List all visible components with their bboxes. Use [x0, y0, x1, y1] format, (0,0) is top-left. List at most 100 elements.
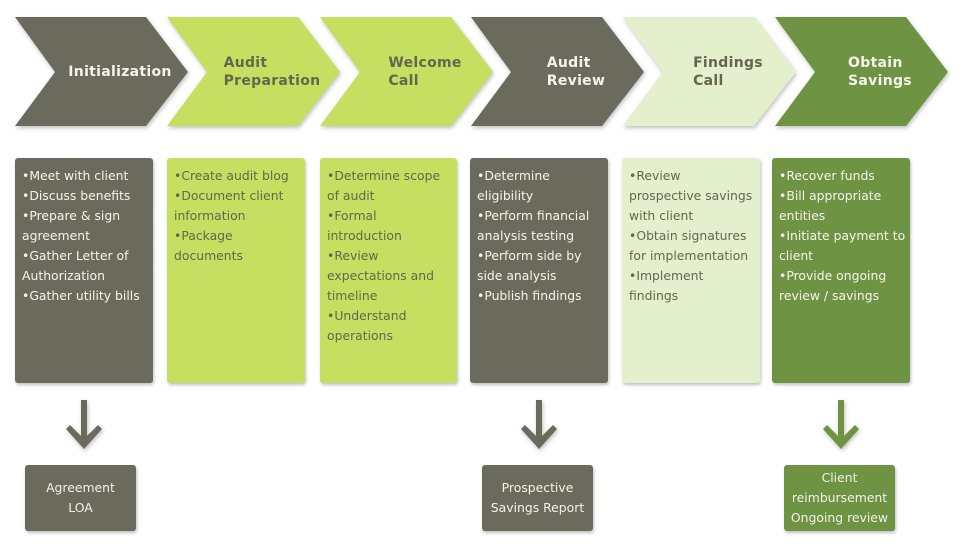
stage-title-line: Audit — [546, 55, 591, 71]
chevron-shape — [167, 17, 340, 126]
task-list: Create audit blogDocument client informa… — [174, 166, 301, 266]
output-text-line: LOA — [68, 500, 93, 515]
output-text-line: Prospective — [501, 480, 574, 495]
stage-title-line: Welcome — [388, 55, 462, 71]
chevron-shape — [623, 17, 796, 126]
task-item: Review expectations and timeline — [327, 246, 453, 306]
task-item: Perform financial analysis testing — [477, 206, 604, 246]
task-text: Gather Letter of Authorization — [22, 248, 129, 283]
task-list: Determine scope of auditFormal introduct… — [327, 166, 453, 346]
chevron-shape — [320, 17, 493, 126]
task-text: Prepare & sign agreement — [22, 208, 121, 243]
task-text: Publish findings — [484, 288, 582, 303]
stage-title: Initialization — [65, 17, 175, 127]
task-item: Obtain signatures for implementation — [629, 226, 756, 266]
stage-title-line: Findings — [693, 55, 763, 71]
task-text: Package documents — [174, 228, 243, 263]
chevron-shape — [775, 17, 948, 126]
task-list: Meet with clientDiscuss benefitsPrepare … — [22, 166, 149, 306]
chevron-shape — [471, 17, 644, 126]
down-arrow-icon — [821, 400, 861, 452]
task-item: Publish findings — [477, 286, 604, 306]
task-list: Recover fundsBill appropriate entitiesIn… — [779, 166, 906, 306]
stage-task-box: Create audit blogDocument client informa… — [167, 158, 305, 383]
stage-title-line: Call — [388, 73, 419, 89]
task-text: Review expectations and timeline — [327, 248, 434, 303]
stage-chevron: Initialization — [15, 17, 190, 127]
task-item: Formal introduction — [327, 206, 453, 246]
chevron-shape — [15, 17, 188, 126]
task-item: Initiate payment to client — [779, 226, 906, 266]
stage-title-line: Preparation — [223, 73, 321, 89]
task-item: Bill appropriate entities — [779, 186, 906, 226]
task-text: Perform financial analysis testing — [477, 208, 590, 243]
task-text: Initiate payment to client — [779, 228, 906, 263]
task-text: Perform side by side analysis — [477, 248, 582, 283]
output-text-line: Ongoing review — [790, 510, 889, 525]
task-text: Implement findings — [629, 268, 704, 303]
task-text: Gather utility bills — [29, 288, 140, 303]
stage-title-line: Initialization — [68, 64, 172, 80]
task-text: Meet with client — [29, 168, 129, 183]
stage-task-box: Recover fundsBill appropriate entitiesIn… — [772, 158, 910, 383]
stage-title-line: Review — [546, 73, 606, 89]
task-item: Review prospective savings with client — [629, 166, 756, 226]
stage-task-box: Meet with clientDiscuss benefitsPrepare … — [15, 158, 153, 383]
output-text-line: Client — [821, 470, 858, 485]
task-item: Determine scope of audit — [327, 166, 453, 206]
task-item: Meet with client — [22, 166, 149, 186]
task-text: Formal introduction — [327, 208, 402, 243]
task-item: Understand operations — [327, 306, 453, 346]
stage-task-box: Determine eligibilityPerform financial a… — [470, 158, 608, 383]
stage-task-box: Determine scope of auditFormal introduct… — [320, 158, 457, 383]
task-text: Understand operations — [327, 308, 407, 343]
task-text: Determine eligibility — [477, 168, 550, 203]
stage-title-line: Savings — [848, 73, 912, 89]
task-item: Prepare & sign agreement — [22, 206, 149, 246]
down-arrow-icon — [64, 400, 104, 452]
task-item: Discuss benefits — [22, 186, 149, 206]
stage-task-box: Review prospective savings with clientOb… — [622, 158, 760, 383]
stage-title-line: Audit — [223, 55, 268, 71]
task-item: Document client information — [174, 186, 301, 226]
task-list: Determine eligibilityPerform financial a… — [477, 166, 604, 306]
task-text: Provide ongoing review / savings — [779, 268, 887, 303]
task-item: Perform side by side analysis — [477, 246, 604, 286]
output-text-line: reimbursement — [791, 490, 888, 505]
task-text: Obtain signatures for implementation — [629, 228, 749, 263]
task-item: Gather Letter of Authorization — [22, 246, 149, 286]
task-item: Implement findings — [629, 266, 756, 306]
down-arrow-icon — [519, 400, 559, 452]
output-text-line: Savings Report — [490, 500, 585, 515]
stage-title-line: Call — [693, 73, 724, 89]
task-item: Package documents — [174, 226, 301, 266]
task-item: Determine eligibility — [477, 166, 604, 206]
task-text: Determine scope of audit — [327, 168, 441, 203]
task-text: Review prospective savings with client — [629, 168, 753, 223]
task-text: Create audit blog — [181, 168, 289, 183]
task-text: Discuss benefits — [29, 188, 131, 203]
task-list: Review prospective savings with clientOb… — [629, 166, 756, 306]
task-item: Recover funds — [779, 166, 906, 186]
task-text: Bill appropriate entities — [779, 188, 882, 223]
task-item: Create audit blog — [174, 166, 301, 186]
task-item: Gather utility bills — [22, 286, 149, 306]
task-text: Document client information — [174, 188, 284, 223]
output-text-line: Agreement — [46, 480, 115, 495]
task-text: Recover funds — [786, 168, 875, 183]
stage-title-line: Obtain — [848, 55, 903, 71]
task-item: Provide ongoing review / savings — [779, 266, 906, 306]
